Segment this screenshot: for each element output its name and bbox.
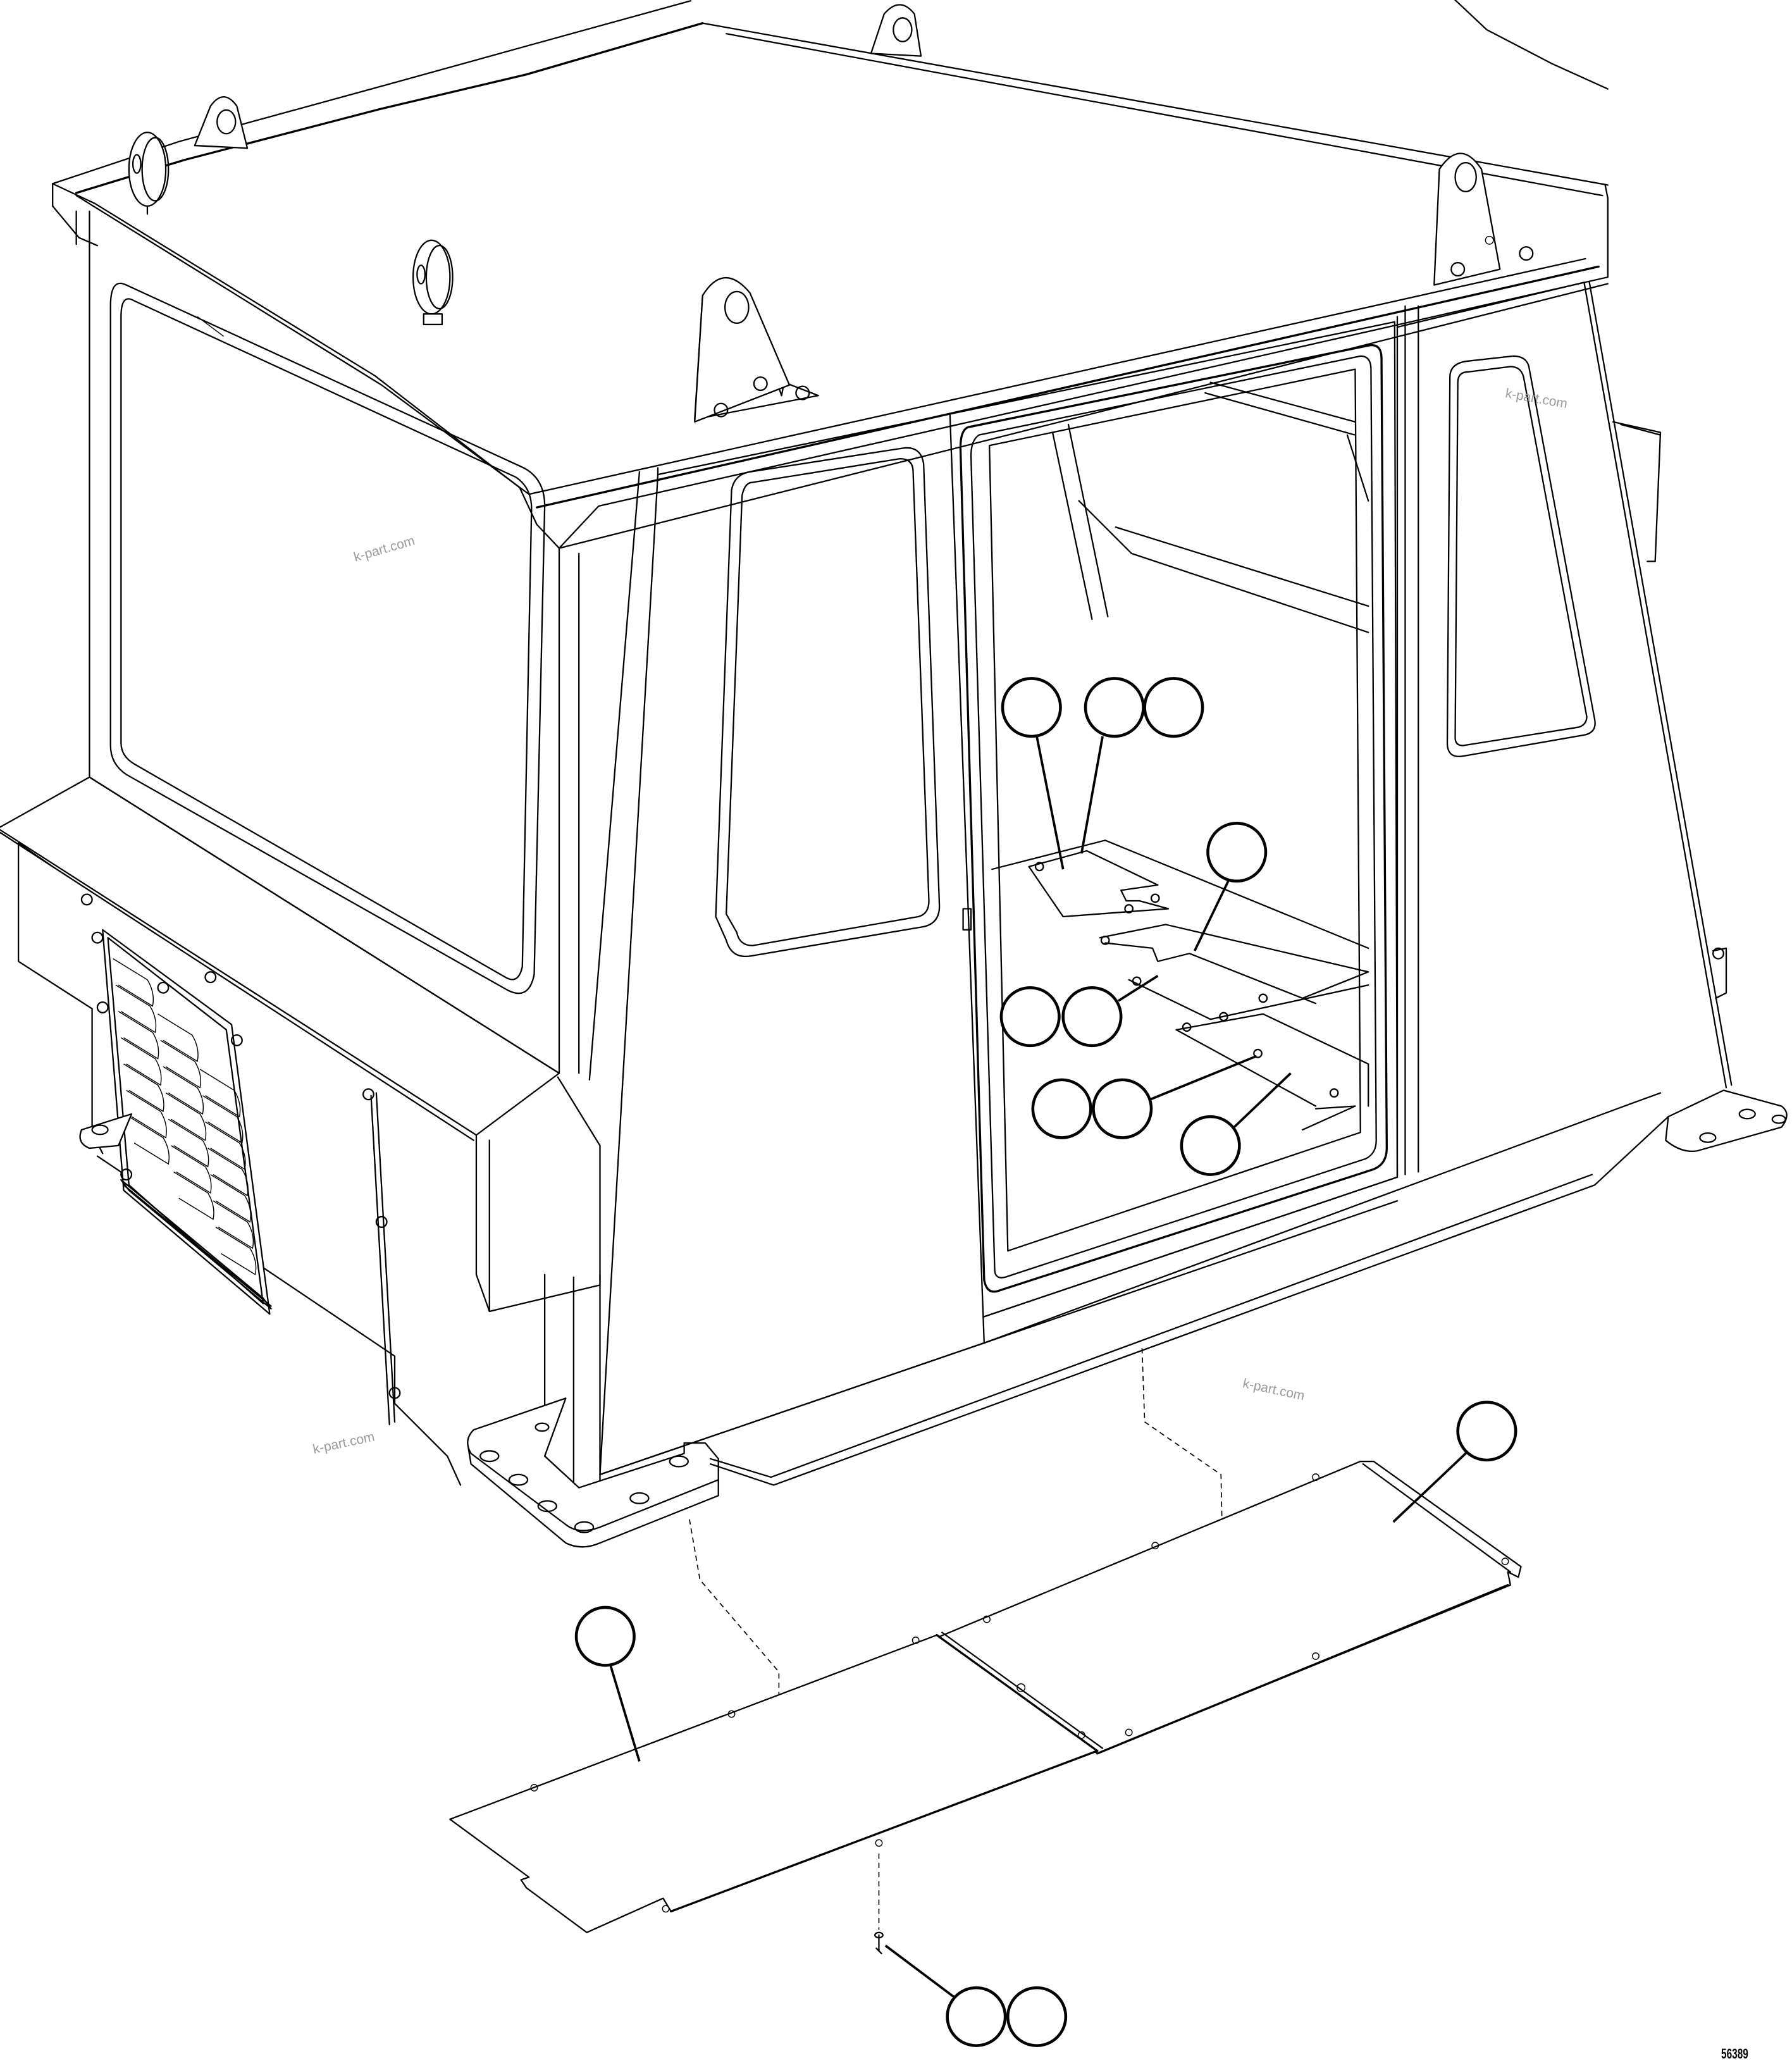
drawing-number: 56389 — [1721, 2046, 1748, 2062]
cab-left-lower-skirt — [0, 776, 601, 1486]
callout-c10 — [1392, 1401, 1517, 1523]
callout-c7 — [1031, 1078, 1092, 1139]
cab-front-left-panel — [588, 413, 986, 1476]
callout-group — [574, 677, 1517, 2047]
callout-bubble — [1084, 677, 1145, 738]
callout-leader — [1149, 1055, 1257, 1101]
cab-base-frame — [599, 1092, 1669, 1486]
callout-leader — [884, 1945, 955, 1998]
callout-bubble — [1180, 1115, 1241, 1176]
callout-leader — [1080, 736, 1104, 854]
callout-leader — [1118, 974, 1159, 1002]
callout-c3 — [1143, 677, 1204, 738]
door-opening — [949, 321, 1399, 1344]
lifting-eye-back-left — [194, 96, 249, 149]
callout-bubble — [946, 1986, 1007, 2047]
callout-bubble — [1456, 1401, 1517, 1462]
lifting-eye-front-center — [694, 276, 819, 423]
callout-leader — [1193, 879, 1230, 951]
callout-c2 — [1080, 677, 1145, 854]
callout-bubble — [1206, 821, 1268, 883]
callout-leader — [1233, 1072, 1292, 1129]
floor-plate-rear — [936, 1460, 1522, 1755]
footing-front-left — [467, 1397, 719, 1548]
footing-front-right — [1665, 1089, 1788, 1152]
callout-bubble — [1001, 677, 1062, 738]
lifting-eye-back-right — [870, 4, 922, 57]
callout-c8 — [1092, 1055, 1257, 1139]
cab-roof — [52, 0, 1609, 549]
cab-right-panel — [1396, 282, 1733, 1178]
footing-rear-left — [79, 1113, 133, 1149]
callout-c4 — [1193, 821, 1268, 951]
floor-plate-interior-1 — [1028, 850, 1170, 918]
callout-leader — [609, 1664, 641, 1762]
floor-plate-front — [449, 1631, 1104, 1933]
lifting-eye-front-right — [1433, 152, 1534, 286]
callout-bubble — [1092, 1078, 1153, 1139]
screw-fastener — [874, 1931, 884, 1955]
callout-bubble — [1006, 1986, 1068, 2047]
callout-c9 — [1180, 1072, 1292, 1176]
callout-c13 — [1006, 1986, 1068, 2047]
callout-bubble — [1031, 1078, 1092, 1139]
callout-c11 — [574, 1606, 641, 1762]
callout-c5 — [999, 986, 1061, 1048]
callout-bubble — [1061, 986, 1123, 1048]
cab-left-wall — [89, 210, 580, 1074]
floor-plate-interior-3 — [1175, 1013, 1369, 1131]
louvre-slats — [113, 958, 257, 1275]
louvre-grille — [80, 893, 272, 1315]
callout-c6 — [1061, 974, 1159, 1048]
callout-bubble — [574, 1606, 636, 1667]
callout-c12 — [884, 1945, 1007, 2047]
callout-leader — [1392, 1451, 1468, 1523]
callout-bubble — [1143, 677, 1204, 738]
floor-plate-interior-2 — [1099, 924, 1369, 1022]
cab-front-pillar — [543, 1273, 601, 1489]
callout-bubble — [999, 986, 1061, 1048]
callout-leader — [1035, 736, 1065, 870]
beacon-left — [128, 132, 170, 215]
beacon-right — [412, 239, 454, 326]
callout-c1 — [1001, 677, 1065, 870]
